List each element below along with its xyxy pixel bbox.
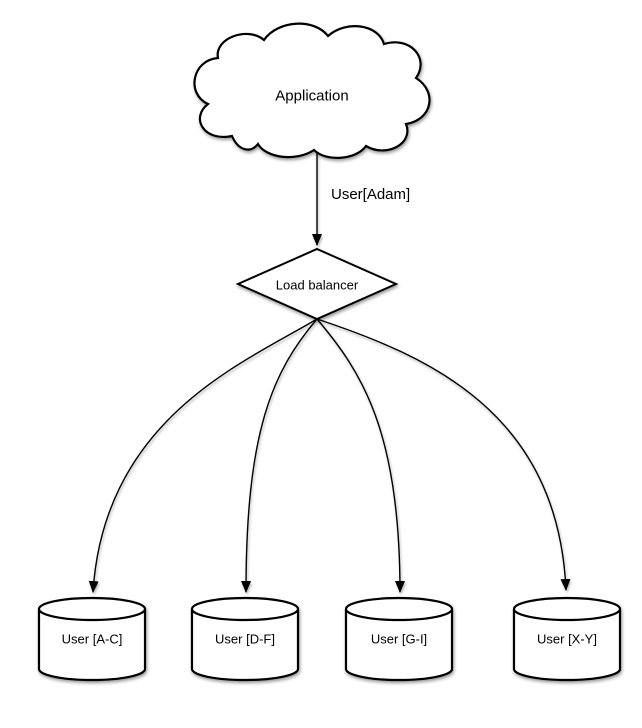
request-edge-label: User[Adam] [331,186,411,203]
database-cylinder-4 [512,596,622,682]
database-cylinder-3 [344,596,454,682]
database-label-3: User [G-I] [370,631,428,647]
database-label-1: User [A-C] [61,631,123,647]
application-label: Application [275,87,349,105]
database-cylinder-1 [37,596,147,682]
shard-edge-1 [88,318,318,593]
load-balancer-label: Load balancer [275,277,359,293]
database-cylinder-2 [190,596,300,682]
database-label-2: User [D-F] [215,631,275,647]
database-label-4: User [X-Y] [537,631,597,647]
shard-edge-2 [241,318,318,593]
shard-edges [88,318,571,593]
shard-edge-3 [316,318,405,593]
shard-edge-4 [316,318,571,591]
application-cloud [193,22,431,159]
